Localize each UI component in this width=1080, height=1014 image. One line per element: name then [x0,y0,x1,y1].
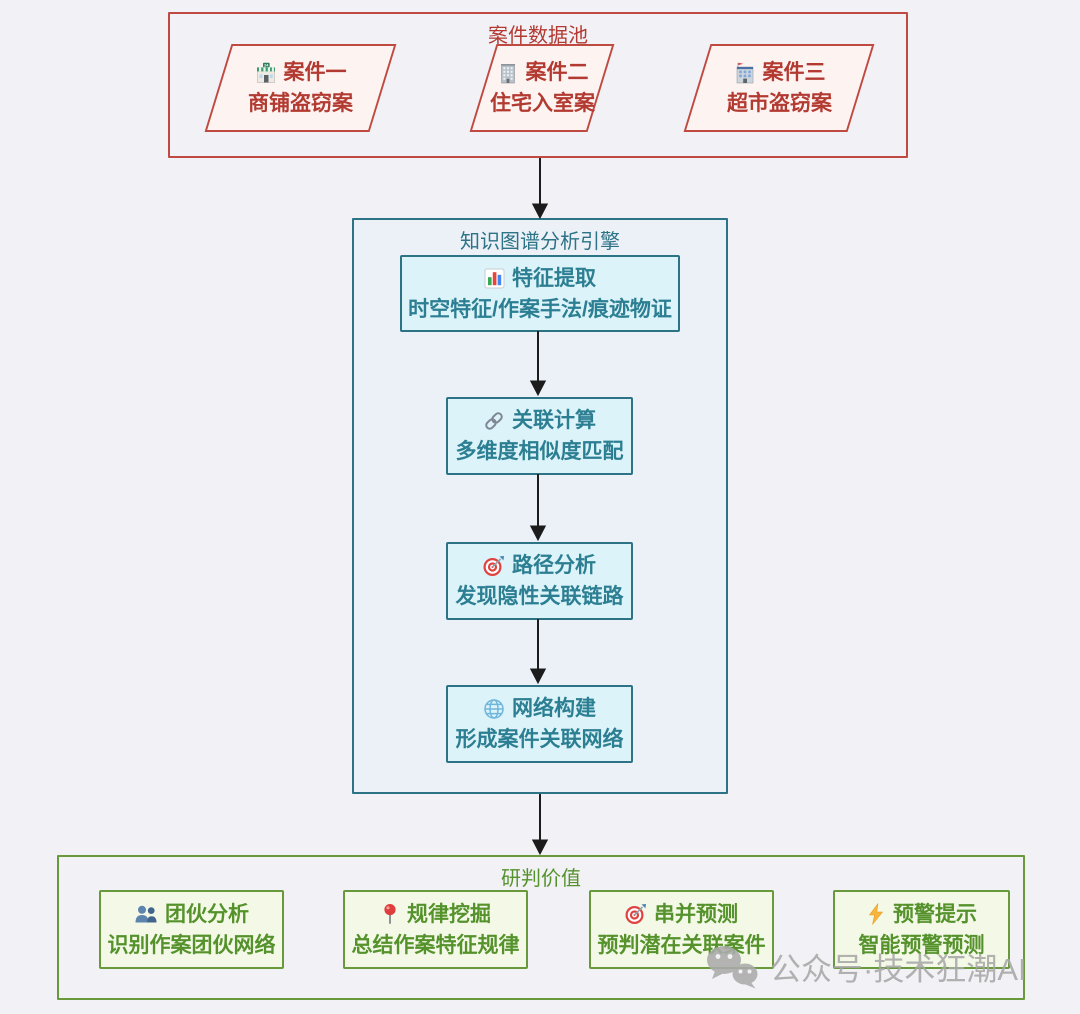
cluster-title: 案件数据池 [488,25,588,47]
engine-step-feature-extraction: 特征提取 时空特征/作案手法/痕迹物证 [400,255,680,332]
case-node-title: 案件一 [283,61,347,84]
globe-icon [483,698,505,720]
case-node-2: 案件二 住宅入室案 [469,44,615,132]
svg-text:24: 24 [264,63,269,67]
office-building-icon [496,62,518,84]
case-node-title: 案件三 [762,61,825,84]
watermark: 公众号·技术狂潮AI [704,942,1027,990]
knowledge-graph-engine-cluster: 知识图谱分析引擎 特征提取 时空特征/作案手法/痕迹物证 [352,218,728,794]
value-node-subtitle: 智能预警预测 [858,933,985,957]
engine-step-network-build: 网络构建 形成案件关联网络 [446,685,633,763]
wechat-icon [704,942,760,990]
case-data-pool-cluster: 案件数据池 24 [168,12,908,158]
value-node-title: 团伙分析 [165,902,249,926]
value-node-title: 串并预测 [654,902,738,926]
value-node-title: 预警提示 [893,902,977,926]
engine-step-subtitle: 发现隐性关联链路 [455,585,624,608]
engine-step-title: 关联计算 [512,409,596,432]
watermark-text: 公众号·技术狂潮AI [770,951,1027,987]
case-node-3: 案件三 超市盗窃案 [683,44,875,132]
value-node-subtitle: 识别作案团伙网络 [107,933,276,957]
target-icon [483,555,505,577]
engine-step-subtitle: 时空特征/作案手法/痕迹物证 [408,297,672,321]
convenience-store-icon: 24 [255,62,277,84]
engine-step-title: 路径分析 [512,554,596,577]
department-store-icon [733,62,755,84]
bar-chart-icon [484,268,505,289]
case-node-title: 案件二 [525,61,588,84]
engine-step-subtitle: 多维度相似度匹配 [455,440,624,463]
cluster-title: 研判价值 [501,868,581,890]
link-icon [483,410,505,432]
cluster-title: 知识图谱分析引擎 [460,231,620,253]
people-icon [134,903,158,925]
engine-step-title: 特征提取 [511,266,596,290]
engine-step-path-analysis: 路径分析 发现隐性关联链路 [446,542,633,620]
value-node-subtitle: 总结作案特征规律 [351,933,520,957]
engine-step-subtitle: 形成案件关联网络 [455,728,624,751]
case-node-subtitle: 超市盗窃案 [726,92,832,115]
value-node-pattern-mining: 规律挖掘 总结作案特征规律 [343,890,528,969]
case-node-subtitle: 商铺盗窃案 [248,92,353,115]
engine-step-title: 网络构建 [512,697,596,720]
case-node-subtitle: 住宅入室案 [489,92,595,115]
target-icon [625,903,647,925]
value-node-early-warning: 预警提示 智能预警预测 [833,890,1010,969]
lightning-icon [866,903,886,925]
value-node-title: 规律挖掘 [407,902,491,926]
case-node-1: 24 案件一 商铺盗窃案 [204,44,397,132]
pushpin-icon [380,903,400,925]
value-node-gang-analysis: 团伙分析 识别作案团伙网络 [99,890,284,969]
engine-step-association: 关联计算 多维度相似度匹配 [446,397,633,475]
